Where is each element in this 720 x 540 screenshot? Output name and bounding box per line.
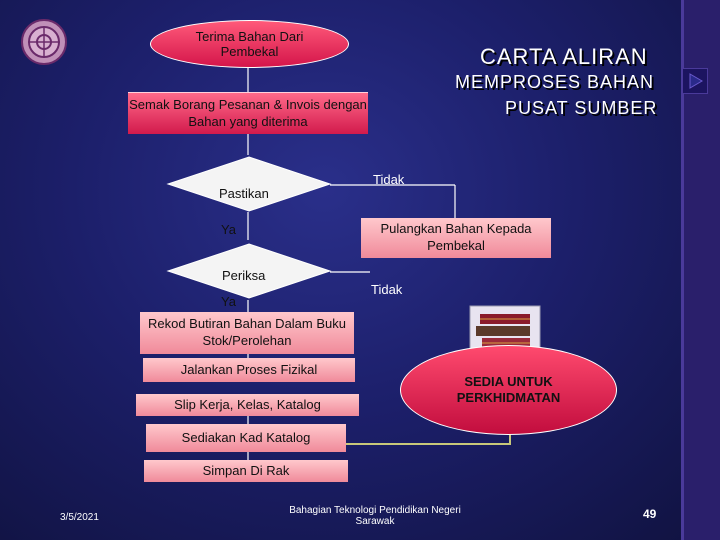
no-label-1: Tidak xyxy=(373,172,405,187)
decision-pastikan-label: Pastikan xyxy=(219,186,269,201)
no-label-2: Tidak xyxy=(371,282,403,297)
footer-date: 3/5/2021 xyxy=(60,512,99,523)
step-sedia: SEDIA UNTUK PERKHIDMATAN xyxy=(400,345,617,435)
title-line-3: PUSAT SUMBER xyxy=(505,98,658,118)
decision-pastikan-shape xyxy=(166,156,332,212)
step-sediakan: Sediakan Kad Katalog xyxy=(146,424,346,452)
step-pulangkan: Pulangkan Bahan Kepada Pembekal xyxy=(361,218,551,258)
step-slip: Slip Kerja, Kelas, Katalog xyxy=(136,394,359,416)
decision-periksa-label: Periksa xyxy=(222,268,266,283)
logo-icon xyxy=(21,19,67,65)
decision-periksa-shape xyxy=(166,243,332,299)
yes-label-1: Ya xyxy=(221,222,236,237)
step-rekod: Rekod Butiran Bahan Dalam Buku Stok/Pero… xyxy=(140,312,354,354)
page-number: 49 xyxy=(643,507,657,521)
step-terima: Terima Bahan Dari Pembekal xyxy=(150,20,349,68)
step-jalankan: Jalankan Proses Fizikal xyxy=(143,358,355,382)
step-simpan: Simpan Di Rak xyxy=(144,460,348,482)
title-line-1: CARTA ALIRAN xyxy=(480,44,648,69)
yes-label-2: Ya xyxy=(221,294,236,309)
nav-button[interactable] xyxy=(682,68,708,94)
title-line-2: MEMPROSES BAHAN xyxy=(455,72,655,92)
footer-org: Bahagian Teknologi Pendidikan Negeri Sar… xyxy=(289,505,461,527)
step-semak: Semak Borang Pesanan & Invois dengan Bah… xyxy=(128,92,368,134)
